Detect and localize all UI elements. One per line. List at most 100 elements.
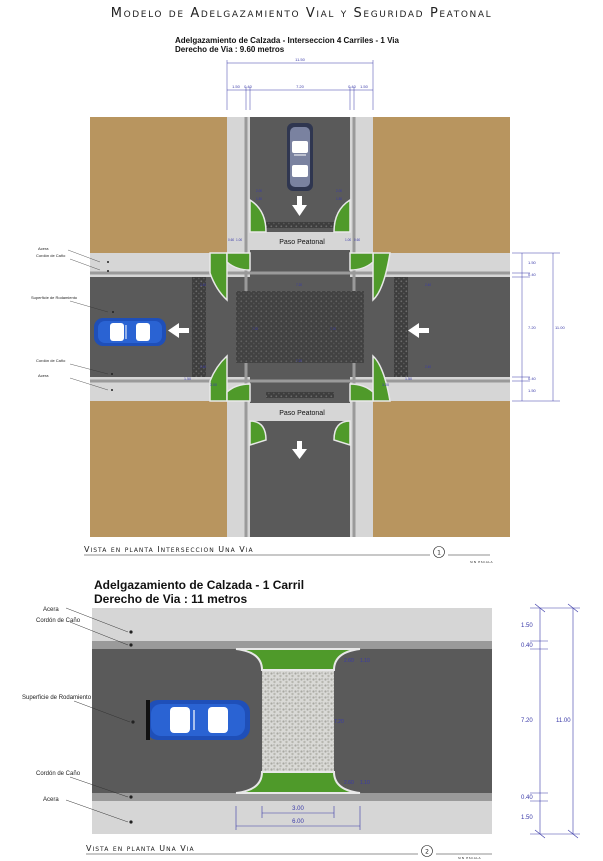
plan1-title: Adelgazamiento de Calzada - Interseccion… [175, 36, 399, 54]
car-north [287, 123, 313, 191]
plan1-dim-inner-10: 2.40 [425, 283, 431, 287]
plan1-dims-inner: 2.00 1.50 2.00 1.50 7.20 7.20 7.20 7.20 … [200, 189, 431, 369]
plan2-number-circle [421, 845, 433, 857]
plan1-title-line2: Derecho de Via : 9.60 metros [175, 45, 285, 55]
crosswalk-north [250, 232, 350, 250]
plan1-dim-total-top: 11.50 [295, 57, 305, 62]
plan2-dim-center: 7.20 [334, 719, 344, 725]
plan1-dim-misc-1: 3.00 [210, 383, 217, 387]
plan1-dim-inner-6: 7.20 [296, 359, 302, 363]
plan2-dim-right-5: 1.50 [521, 815, 533, 821]
plan2-dims-bottom: 3.00 6.00 [235, 806, 361, 830]
plan1-label-acera-top: Acera [38, 246, 49, 251]
plan2-title-line2: Derecho de Via : 11 metros [94, 591, 248, 606]
land-corner-sw [90, 401, 227, 537]
green-islands [209, 198, 391, 447]
plan1-dim-top-5: 1.50 [360, 84, 369, 89]
plan1-dim-right-total: 11.00 [555, 325, 565, 330]
plan1-dim-right-2: 0.40 [528, 272, 537, 277]
crosswalk-south [250, 403, 350, 421]
plan1-dim-misc-2: 1.50 [184, 377, 191, 381]
plan2-left-labels: Acera Cordón de Caño Superficie de Rodam… [22, 607, 135, 824]
plan2-number: 2 [425, 849, 429, 856]
plan1-dim-inner-1: 2.00 [256, 189, 262, 193]
arrow-down-north [292, 196, 307, 216]
plan1-dim-inner-15: 1.00 [345, 238, 351, 242]
car-west [94, 318, 166, 346]
plan2-dim-island-3: 2.60 [344, 780, 354, 786]
plan2-label-superficie: Superficie de Rodamiento [22, 695, 92, 701]
plan1-dims-right: 1.50 0.40 7.20 0.40 1.50 11.00 [512, 252, 565, 402]
plan2-car [146, 700, 250, 740]
plan2-dim-bottom-2: 6.00 [292, 819, 304, 825]
plan1-left-labels: Acera Cordón de Caño Superficie de Rodam… [31, 246, 114, 391]
plan2-label-cordon-top: Cordón de Caño [36, 618, 81, 624]
plan1-dim-top-2: 0.40 [244, 84, 253, 89]
plan2-crosswalk [262, 649, 334, 793]
plan1-number-circle [433, 546, 445, 558]
plan2-scale: sin escala [458, 855, 481, 860]
plan2-dim-island-2: 1.10 [360, 658, 370, 664]
arrow-left-west [168, 323, 189, 338]
crosswalk-label-north: Paso Peatonal [279, 239, 325, 246]
plan1-dim-inner-12: 2.40 [425, 365, 431, 369]
plan1-dim-right-3: 7.20 [528, 325, 537, 330]
plan2-dim-right-4: 0.40 [521, 795, 533, 801]
plan2-sidewalk-top [92, 608, 492, 641]
plan1-dim-inner-7: 7.20 [252, 327, 258, 331]
plan1-dim-inner-13: 0.60 [228, 238, 234, 242]
plan1-number: 1 [437, 550, 441, 557]
plan2-title-line1: Adelgazamiento de Calzada - 1 Carril [94, 578, 305, 592]
plan2-dim-right-1: 1.50 [521, 623, 533, 629]
plan2-title: Adelgazamiento de Calzada - 1 Carril Der… [94, 578, 305, 607]
plan2-dim-island-1: 2.60 [344, 658, 354, 664]
page-title: Modelo de Adelgazamiento Vial y Segurida… [110, 6, 493, 21]
plan1-dim-inner-11: 2.40 [200, 365, 206, 369]
plan1-dim-misc-3: 3.00 [382, 383, 389, 387]
plan2-sidewalk-bottom [92, 801, 492, 834]
plan1-dim-inner-16: 0.60 [354, 238, 360, 242]
plan1-label-cordon-top: Cordón de Caño [36, 253, 66, 258]
land-corner-se [373, 401, 510, 537]
plan1-label-superficie: Superficie de Rodamiento [31, 295, 78, 300]
plan1-dim-inner-8: 7.20 [330, 327, 336, 331]
plan1-dims-top: 11.50 1.50 0.40 7.20 0.40 1.50 [226, 57, 374, 110]
plan2-road: Acera Cordón de Caño Superficie de Rodam… [22, 603, 580, 860]
plan1-dim-inner-9: 2.40 [200, 283, 206, 287]
cobble-crossing-north [266, 222, 334, 228]
cobble-crossing-east [394, 277, 408, 377]
arrow-left-east [408, 323, 429, 338]
plan2-label-acera-top: Acera [43, 607, 59, 613]
plan2-dim-total: 11.00 [556, 718, 571, 724]
plan2-dim-bottom-1: 3.00 [292, 806, 304, 812]
plan1-scale: sin escala [470, 559, 493, 564]
plan2-curb-bottom [92, 793, 492, 801]
plan1-dim-inner-14: 1.00 [236, 238, 242, 242]
plan2-label-cordon-bottom: Cordón de Caño [36, 771, 81, 777]
plan2-caption: Vista en planta Una Via [86, 844, 195, 853]
plan1-dim-misc-4: 1.50 [405, 377, 412, 381]
crosswalk-label-south: Paso Peatonal [279, 410, 325, 417]
plan1-dim-inner-5: 7.20 [296, 283, 302, 287]
plan1-dim-top-3: 7.20 [296, 84, 305, 89]
cobble-crossing-west [192, 277, 206, 377]
land-corner-ne [373, 117, 510, 253]
plan2-dim-right-2: 0.40 [521, 643, 533, 649]
plan1-dim-inner-2: 1.50 [256, 197, 262, 201]
cobble-crossing-south [266, 392, 334, 398]
plan1-dim-right-1: 1.50 [528, 260, 537, 265]
land-corner-nw [90, 117, 227, 253]
plan1-title-line1: Adelgazamiento de Calzada - Interseccion… [175, 36, 399, 45]
plan2-dims-right: 1.50 0.40 7.20 0.40 1.50 11.00 [521, 603, 580, 839]
plan1-dims-misc: 3.00 1.50 3.00 1.50 [184, 377, 412, 387]
plan2-label-acera-bottom: Acera [43, 797, 59, 803]
plan1-label-acera-bottom: Acera [38, 373, 49, 378]
plan2-curb-top [92, 641, 492, 649]
plan1-intersection: Paso Peatonal Paso Peatonal Acera Cordón… [31, 57, 565, 564]
plan1-label-cordon-bottom: Cordón de Caño [36, 358, 66, 363]
plan1-dim-right-5: 1.50 [528, 388, 537, 393]
plan1-dim-top-1: 1.50 [232, 84, 241, 89]
plan2-dim-right-3: 7.20 [521, 718, 533, 724]
plan1-dim-top-4: 0.40 [348, 84, 357, 89]
plan1-caption: Vista en planta Interseccion Una Via [84, 545, 254, 554]
